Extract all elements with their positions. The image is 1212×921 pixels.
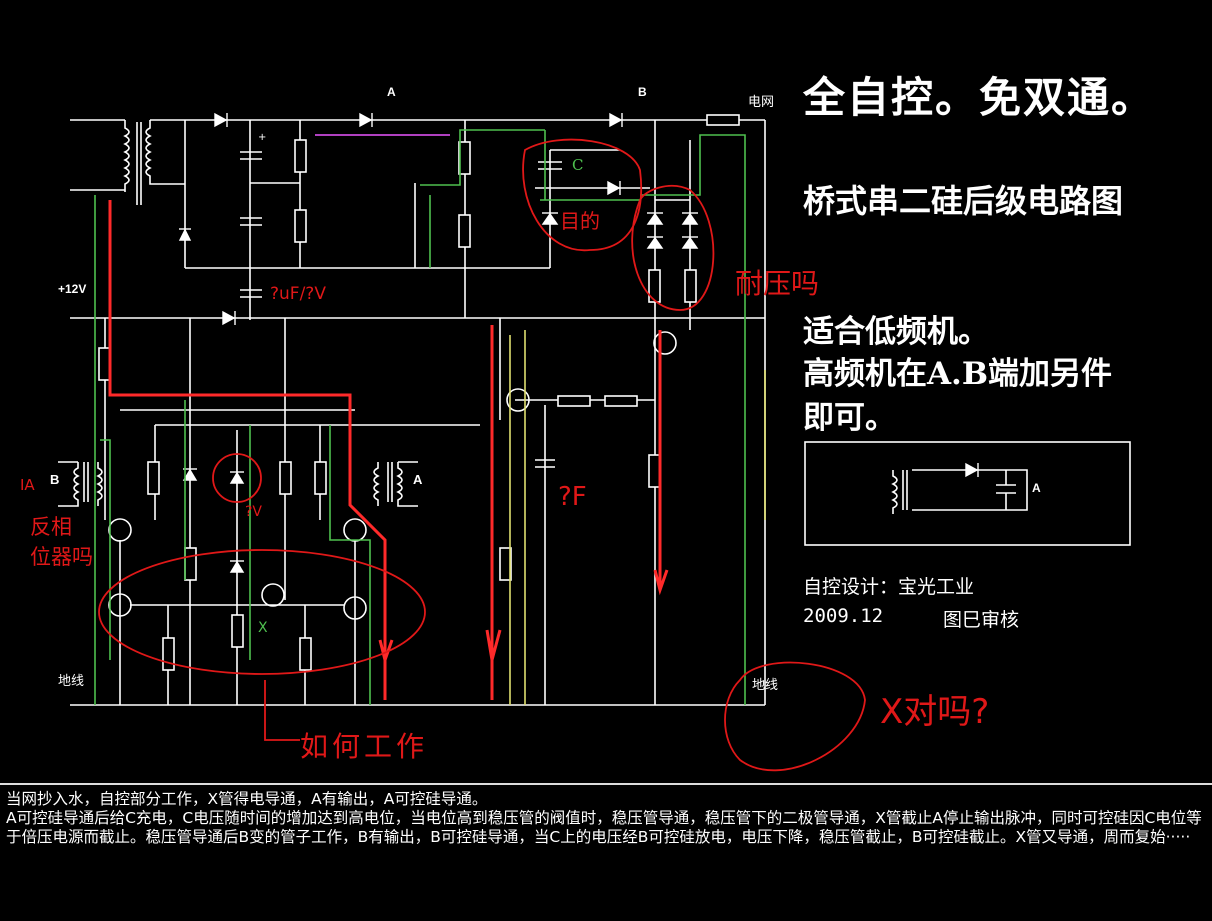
- label-b-left: B: [50, 472, 60, 487]
- label-plus: +: [258, 132, 267, 143]
- label-ground-right: 地线: [752, 678, 779, 693]
- description-line-2: A可控硅导通后给C充电，C电压随时间的增加达到高电位，当电位高到稳压管的阀值时，…: [6, 809, 1202, 846]
- note-line-3: 即可。: [803, 400, 896, 436]
- signal-paths: [94, 129, 766, 705]
- label-b-top: B: [638, 85, 647, 99]
- description-line-1: 当网抄入水，自控部分工作，X管得电导通，A有输出，A可控硅导通。: [6, 790, 488, 808]
- capacitors: [535, 161, 562, 468]
- label-inset-a: A: [1032, 481, 1041, 495]
- resistors: [98, 114, 740, 671]
- main-title: 全自控。免双通。: [803, 73, 1156, 122]
- annotation-uf: ?uF/?V: [270, 284, 326, 304]
- annotation-pf: ?F: [558, 482, 587, 512]
- annotation-purpose: 目的: [560, 209, 600, 233]
- label-x: X: [258, 620, 268, 636]
- label-12v: +12V: [58, 282, 87, 296]
- annotation-phase: 反相 位器吗: [30, 515, 93, 569]
- label-capacitor-c: C: [572, 156, 584, 174]
- annotation-ia: IA: [20, 476, 35, 494]
- diodes: [178, 112, 979, 573]
- description-panel: 当网抄入水，自控部分工作，X管得电导通，A有输出，A可控硅导通。 A可控硅导通后…: [0, 783, 1212, 921]
- label-grid: 电网: [748, 95, 775, 110]
- circuit-schematic: [58, 112, 1131, 772]
- annotation-ok: X对吗?: [880, 692, 990, 732]
- transistors: [108, 331, 677, 620]
- subtitle: 桥式串二硅后级电路图: [803, 182, 1124, 220]
- label-ground-left: 地线: [58, 674, 85, 689]
- annotation-v: ?V: [245, 504, 263, 520]
- annotation-withstand: 耐压吗: [735, 267, 820, 300]
- current-path: [108, 200, 669, 700]
- annotation-how-work: 如何工作: [300, 730, 429, 763]
- designer-credit: 自控设计：宝光工业: [803, 576, 975, 598]
- design-date: 2009.12: [803, 605, 884, 627]
- review-note: 图巳审核: [943, 609, 1020, 631]
- note-line-1: 适合低频机。: [803, 314, 989, 350]
- hand-annotations: [98, 138, 866, 772]
- note-line-2: 高频机在A.B端加另件: [803, 356, 1113, 392]
- label-a-right: A: [413, 472, 423, 487]
- label-a-top: A: [387, 85, 396, 99]
